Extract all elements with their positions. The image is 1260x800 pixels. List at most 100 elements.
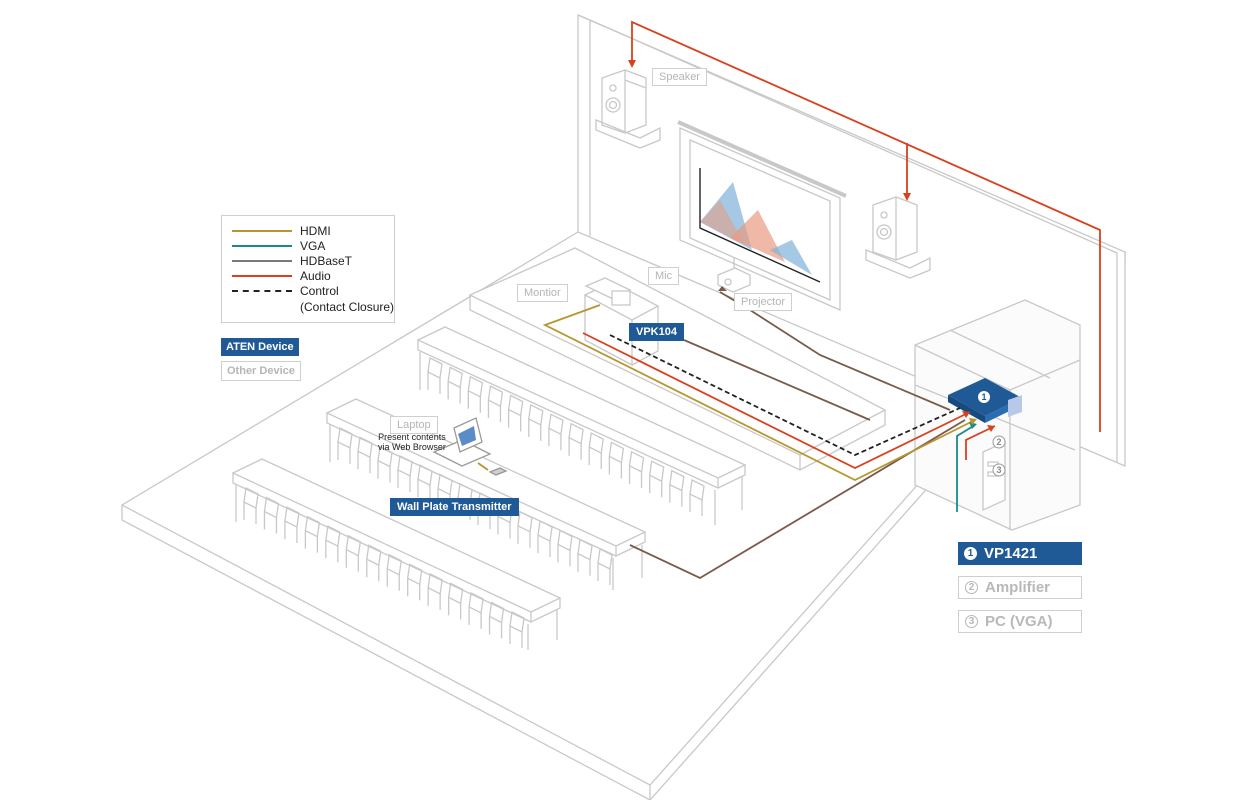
legend-vga: VGA [232,239,325,253]
chairs-row-1 [427,357,705,516]
chair [548,413,564,447]
device-vp1421-number: 1 [964,547,977,560]
chair [557,529,573,563]
legend-control: Control [232,284,339,298]
chair [447,582,464,616]
desk-row-1 [416,326,747,525]
chair [568,422,584,456]
device-amplifier-number: 2 [965,581,978,594]
legend-vga-swatch [232,245,292,247]
wall-plate-shape [488,467,508,476]
laptop-label: Laptop [390,416,438,434]
chair [427,572,443,606]
chair [437,473,453,507]
chair [537,520,553,554]
control-cable [609,334,961,456]
chair [345,534,362,568]
chair [243,487,259,520]
device-vp1421-name: VP1421 [984,545,1038,562]
chair [689,479,705,512]
chair [377,445,393,479]
audio-cable-amplifier [965,425,996,460]
device-pc-vga-number: 3 [965,615,978,628]
chair [577,538,593,572]
legend-vga-label: VGA [300,239,326,253]
chair [284,506,300,540]
legend-control-note-text: (Contact Closure) [300,300,395,314]
chair [507,394,524,428]
legend-hdmi-swatch [232,230,292,232]
legend-audio: Audio [232,269,331,283]
device-vp1421: 1 VP1421 [958,542,1082,565]
rack-marker-3 [992,463,1006,477]
chair [487,385,504,419]
cable-legend: HDMI VGA HDBaseT Audio Control (Contact … [221,215,395,323]
chair [468,591,484,625]
chair [304,515,321,549]
laptop-shape [432,417,492,467]
chair [325,525,341,559]
chair [447,366,463,400]
speaker-label: Speaker [652,68,707,86]
legend-hdbaset: HDBaseT [232,254,352,268]
legend-control-note: (Contact Closure) [300,300,394,314]
legend-control-label: Control [300,284,339,298]
chair [528,403,544,437]
chair [263,496,280,530]
hdbaset-cable-wallplate [629,419,966,580]
hdmi-cable-monitor [542,304,976,482]
chair [366,544,382,578]
rack-marker-2-text: 2 [996,437,1001,447]
laptop-caption: Present contents via Web Browser [378,432,446,452]
chair [397,454,413,488]
vpk104-label: VPK104 [629,323,684,341]
chair [509,611,525,644]
legend-hdbaset-label: HDBaseT [300,254,353,268]
chair [386,553,402,587]
chair [597,548,613,581]
device-pc-vga: 3 PC (VGA) [958,610,1082,633]
vga-cable-pc [956,424,976,512]
chair [669,469,685,503]
rack-marker-2 [992,435,1006,449]
rack-marker-1-text: 1 [981,392,986,402]
chair [488,601,505,635]
audio-cable-mic [582,332,971,470]
chair [517,510,533,544]
chair [649,460,665,494]
mic-label: Mic [648,267,680,285]
chair [608,441,625,475]
chair [357,436,373,470]
chair [337,427,353,460]
device-pc-vga-name: PC (VGA) [985,613,1053,630]
legend-audio-label: Audio [300,269,331,283]
chairs-row-3 [243,487,525,648]
projector-shape [717,258,751,293]
desk-row-3 [231,458,562,650]
laptop-caption-line-1: Present contents [378,432,446,442]
legend-audio-swatch [232,275,292,277]
speaker-right-shape [865,196,931,279]
other-device-key: Other Device [221,361,301,381]
laptop-caption-line-2: via Web Browser [378,442,446,452]
device-amplifier: 2 Amplifier [958,576,1082,599]
device-amplifier-name: Amplifier [985,579,1051,596]
legend-hdbaset-swatch [232,260,292,262]
rack-marker-3-text: 3 [996,465,1001,475]
chair [407,563,423,597]
legend-hdmi: HDMI [232,224,331,238]
projector-label: Projector [734,293,793,311]
legend-hdmi-label: HDMI [300,224,331,238]
chair [467,375,484,409]
aten-device-key: ATEN Device [221,338,299,356]
montior-label: Montior [517,284,568,302]
chair [417,464,433,498]
rack-marker-1 [978,391,990,403]
desk-row-2 [325,398,647,590]
chair [427,357,443,390]
wall-plate-transmitter-label: Wall Plate Transmitter [390,498,519,516]
screen-chart [699,168,821,283]
audio-cable-speakers [631,20,1101,432]
chair [588,432,604,466]
